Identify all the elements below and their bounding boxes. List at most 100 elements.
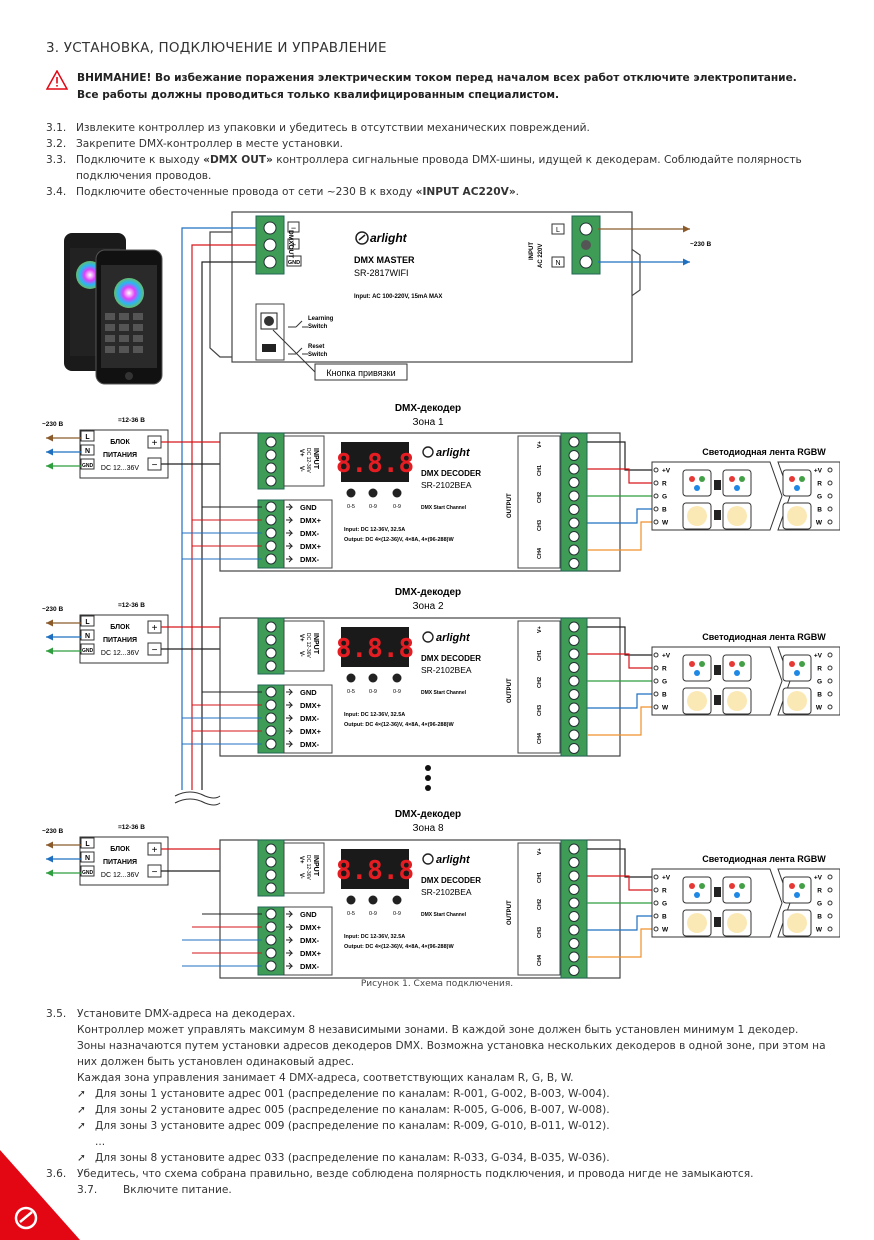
decoder-output-spec: Output: DC 4×(12-36)V, 4×8A, 4×(96-288)W: [344, 537, 454, 543]
strip-pad: [653, 913, 659, 919]
led-blue: [734, 485, 740, 491]
terminal-arrow-icon: [286, 503, 294, 511]
terminal-screw: [265, 908, 277, 920]
led-white: [687, 691, 707, 711]
step-3-5-p2: Зоны назначаются путем установки адресов…: [77, 1040, 826, 1052]
step-3-7: 3.7.Включите питание.: [77, 1184, 232, 1196]
dial-2-label: 0-9: [369, 504, 377, 510]
strip-pad: [653, 691, 659, 697]
dmx-term-0: GND: [300, 503, 317, 512]
zone-2: DMX-декодер Зона 2: [395, 587, 461, 612]
rgb-led-chip: [782, 876, 812, 904]
strip-pin-left-1: R: [662, 888, 667, 895]
strip-pad: [827, 691, 833, 697]
terminal-screw: [265, 462, 277, 474]
decoder-v-minus: V-: [298, 651, 304, 657]
dmx-term-1: DMX+: [300, 701, 322, 710]
step-3-5-head: Установите DMX-адреса на декодерах.: [77, 1008, 296, 1020]
decoder-display: [341, 442, 409, 482]
zone-8-label: Зона 8: [412, 823, 443, 834]
arrow-bullet-icon: ➚: [77, 1088, 86, 1100]
dial-3-label: 0-9: [393, 504, 401, 510]
terminal-screw: [568, 517, 580, 529]
arrow-bullet-icon: ➚: [77, 1104, 86, 1116]
strip-pin-right-4: W: [816, 705, 823, 712]
strip-pad: [827, 704, 833, 710]
resistor: [714, 917, 721, 927]
terminal-screw: [265, 540, 277, 552]
decoder-brand: arlight: [436, 854, 471, 866]
strip-pad: [653, 652, 659, 658]
psu-terminal-gnd-label: GND: [82, 870, 94, 876]
terminal-screw: [265, 699, 277, 711]
dial-button: [346, 895, 356, 905]
psu-voltage-label: =12-36 В: [118, 417, 145, 424]
svg-text:Switch: Switch: [308, 324, 328, 330]
terminal-screw: [568, 463, 580, 475]
zone-1-title: DMX-декодер: [395, 403, 461, 414]
led-green: [739, 883, 745, 889]
arlight-logo: arlight: [355, 231, 408, 245]
terminal-screw: [568, 965, 580, 976]
step-3-1: 3.1.Извлеките контроллер из упаковки и у…: [46, 122, 590, 134]
terminal-arrow-icon: [286, 949, 294, 957]
master-input-spec: Input: AC 100-220V, 15mA MAX: [354, 294, 442, 300]
strip-pin-right-3: B: [817, 507, 822, 514]
dial-1-label: 0-5: [347, 689, 355, 695]
terminal-screw: [265, 960, 277, 972]
dmx-term-3: DMX+: [300, 727, 322, 736]
strip-pin-right-1: R: [817, 481, 822, 488]
psu-name-1: БЛОК: [110, 624, 130, 631]
strip-pad: [653, 926, 659, 932]
led-red: [789, 661, 795, 667]
psu-plus-label: +: [152, 845, 158, 856]
terminal-screw: [265, 449, 277, 461]
arrow-bullet-icon: ➚: [77, 1120, 86, 1132]
strip-pad: [653, 506, 659, 512]
decoder-output-label-box: [517, 620, 561, 754]
strip-pin-right-4: W: [816, 520, 823, 527]
dmx-term-4: DMX-: [300, 962, 320, 971]
strip-pin-left-0: +V: [662, 875, 671, 882]
led-blue: [794, 485, 800, 491]
terminal-screw: [568, 450, 580, 461]
psu-name-2: ПИТАНИЯ: [103, 452, 137, 459]
master-terminal-minus: −: [291, 223, 296, 233]
led-red: [729, 476, 735, 482]
dial-2-label: 0-9: [369, 689, 377, 695]
dial-2-label: 0-9: [369, 911, 377, 917]
output-wire: [587, 653, 662, 669]
dmx-term-2: DMX-: [300, 936, 320, 945]
decoder-name: DMX DECODER: [421, 876, 481, 885]
dmx-term-3: DMX+: [300, 542, 322, 551]
strip-pin-right-3: B: [817, 914, 822, 921]
terminal-screw: [568, 531, 580, 542]
decoder-v-plus: V+: [298, 634, 304, 642]
terminal-arrow-icon: [286, 923, 294, 931]
terminal-screw: [568, 621, 580, 633]
decoder-ch-1: CH1: [537, 872, 543, 883]
smartphone-icon: [64, 233, 163, 385]
decoder-input-label: INPUT: [312, 448, 319, 470]
dmx-term-1: DMX+: [300, 923, 322, 932]
led-white: [787, 506, 807, 526]
led-white: [687, 913, 707, 933]
strip-pin-right-2: G: [817, 494, 822, 501]
terminal-screw: [265, 553, 277, 565]
zone-8: DMX-декодер Зона 8: [395, 809, 461, 834]
decoder-v-minus: V-: [298, 873, 304, 879]
decoder-display: [341, 849, 409, 889]
led-blue: [734, 892, 740, 898]
dial-button: [368, 895, 378, 905]
strip-pin-right-1: R: [817, 666, 822, 673]
decoder-display-digits: 8.8.8: [336, 856, 414, 886]
psu-name-1: БЛОК: [110, 846, 130, 853]
strip-pin-right-4: W: [816, 927, 823, 934]
terminal-screw: [568, 857, 580, 868]
bullet-zone-2: ➚Для зоны 2 установите адрес 005 (распре…: [77, 1104, 610, 1116]
terminal-screw: [568, 662, 580, 673]
